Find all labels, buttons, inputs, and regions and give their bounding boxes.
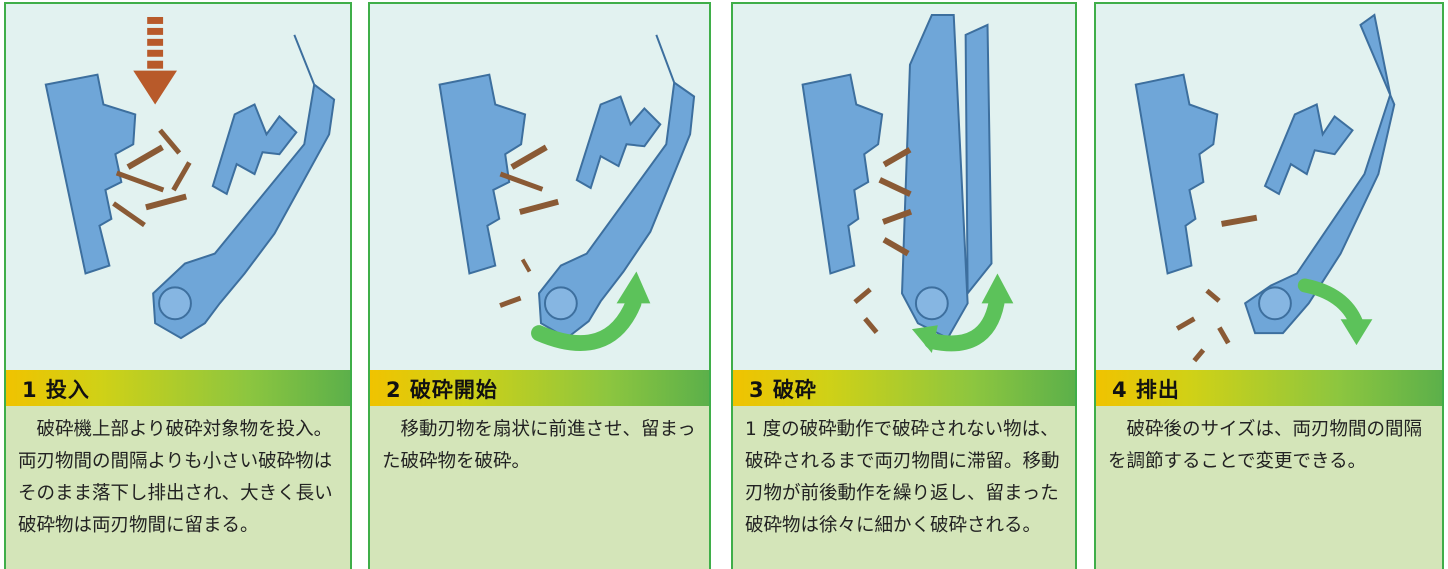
step-panel-1: 1 投入 破砕機上部より破砕対象物を投入。両刃物間の間隔よりも小さい破砕物はその…: [4, 2, 352, 569]
moving-blade: [537, 34, 696, 340]
step-description-3: 1 度の破砕動作で破砕されない物は、破砕されるまで両刃物間に滞留。移動刃物が前後…: [745, 419, 1060, 536]
step-title-4: 4 排出: [1112, 378, 1180, 402]
debris: [499, 144, 559, 308]
down-arrow-icon: [133, 16, 178, 105]
step-description-2: 移動刃物を扇状に前進させ、留まった破砕物を破砕。: [382, 419, 696, 472]
moving-blade: [152, 34, 336, 340]
crusher-diagram-3: [801, 14, 1014, 354]
step-panel-2: 2 破砕開始 移動刃物を扇状に前進させ、留まった破砕物を破砕。: [368, 2, 711, 569]
step-title-bar-1: 1 投入: [6, 370, 350, 406]
step-title-bar-4: 4 排出: [1096, 370, 1442, 406]
debris: [1175, 214, 1258, 363]
fixed-blade: [801, 73, 884, 275]
crusher-diagram-2: [438, 34, 696, 352]
step-title-1: 1 投入: [22, 378, 90, 402]
step-panel-3: 3 破砕 1 度の破砕動作で破砕されない物は、破砕されるまで両刃物間に滞留。移動…: [731, 2, 1077, 569]
debris: [112, 128, 192, 228]
fixed-blade: [438, 73, 527, 275]
rotate-open-icon: [1297, 278, 1364, 331]
step-title-2: 2 破砕開始: [386, 378, 498, 402]
step-title-3: 3 破砕: [749, 378, 817, 402]
rotate-forward-icon: [531, 295, 642, 352]
step-title-bar-3: 3 破砕: [733, 370, 1075, 406]
rotate-back-icon: [923, 295, 1005, 352]
moving-blade: [1243, 13, 1396, 335]
step-illustration-1: [6, 4, 350, 370]
step-description-1: 破砕機上部より破砕対象物を投入。両刃物間の間隔よりも小さい破砕物はそのまま落下し…: [18, 419, 333, 536]
step-description-4: 破砕後のサイズは、両刃物間の間隔を調節することで変更できる。: [1108, 419, 1422, 472]
crusher-diagram-1: [44, 16, 336, 340]
moving-blade: [901, 14, 993, 340]
step-illustration-4: [1096, 4, 1442, 370]
step-panel-4: 4 排出 破砕後のサイズは、両刃物間の間隔を調節することで変更できる。: [1094, 2, 1444, 569]
debris: [853, 147, 913, 334]
step-title-bar-2: 2 破砕開始: [370, 370, 709, 406]
fixed-blade: [44, 73, 137, 275]
crusher-diagram-4: [1134, 13, 1396, 363]
step-illustration-2: [370, 4, 709, 370]
fixed-blade: [1134, 73, 1219, 275]
step-illustration-3: [733, 4, 1075, 370]
